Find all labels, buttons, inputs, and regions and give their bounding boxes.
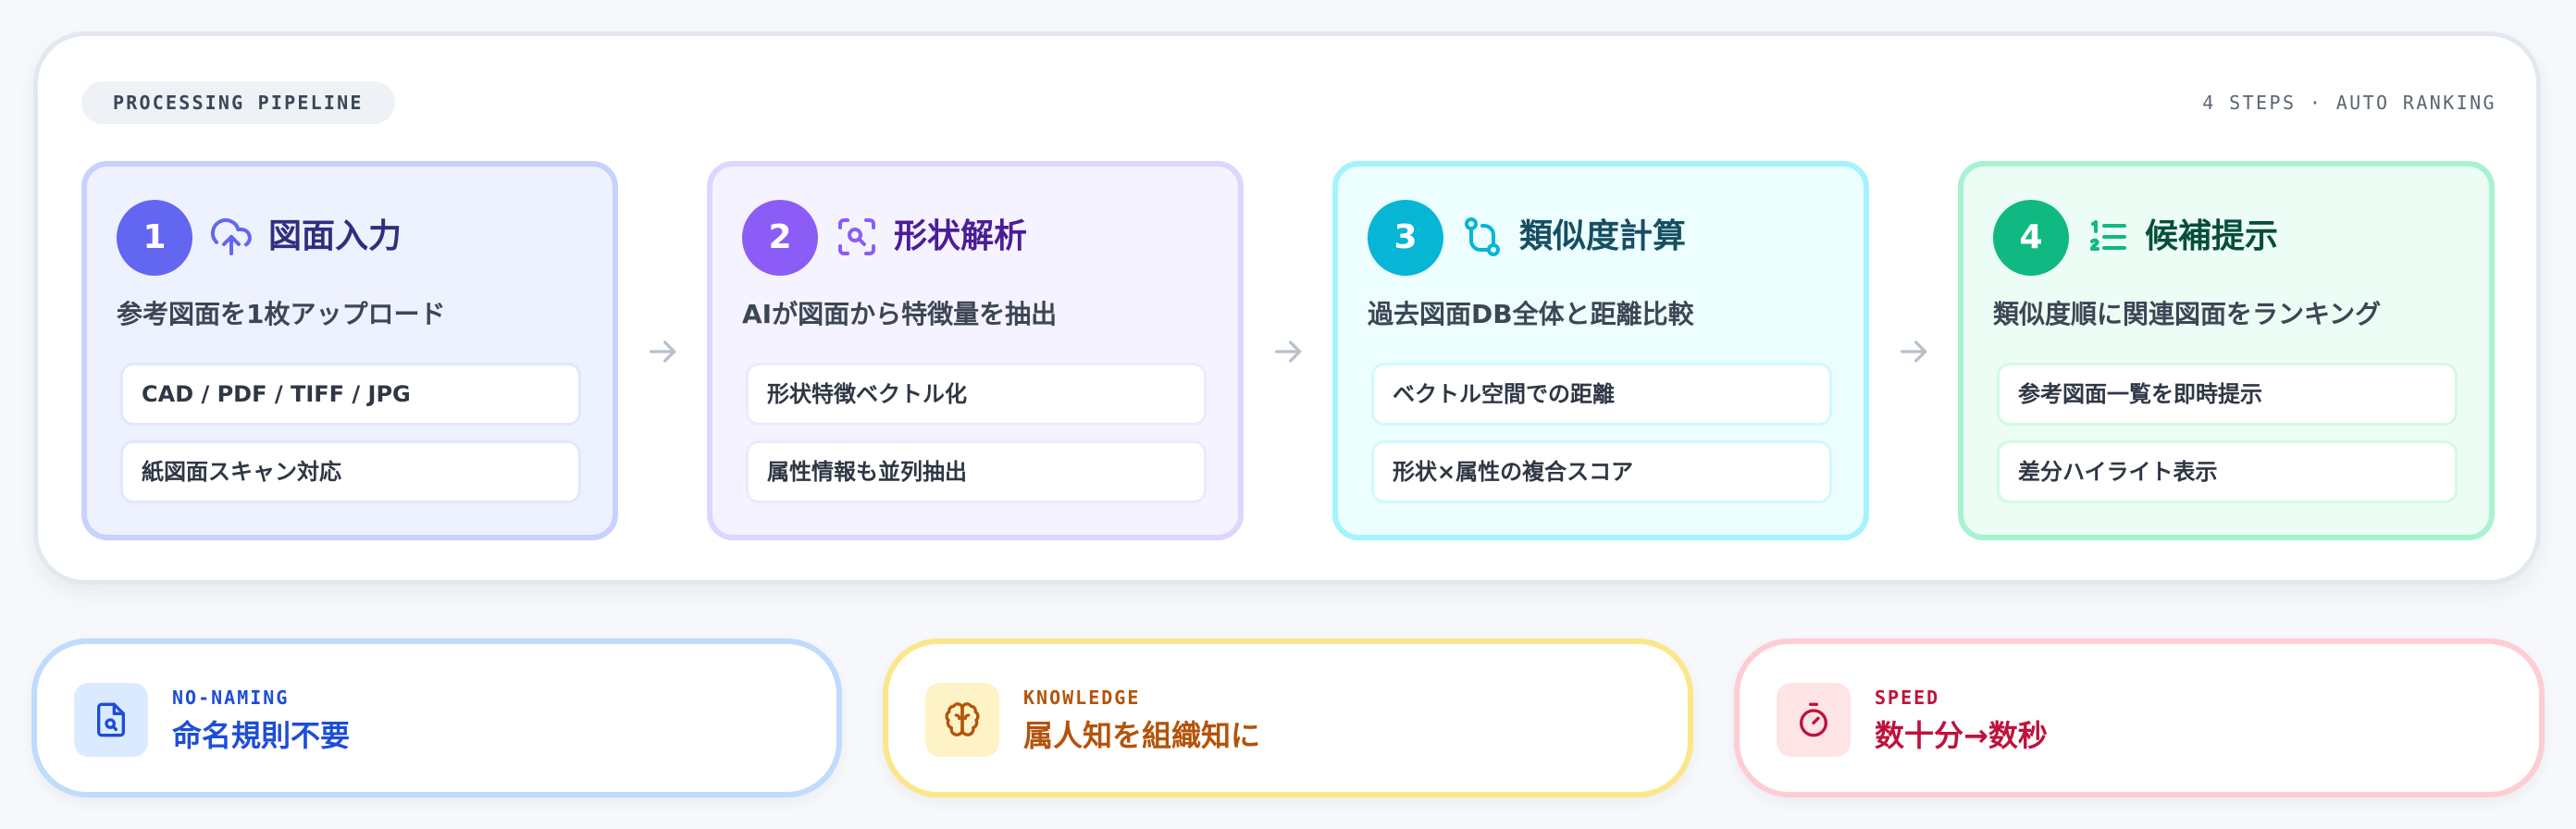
brain-icon [945, 702, 980, 736]
step-description: 過去図面DB全体と距離比較 [1368, 299, 1694, 329]
pipeline-meta: 4 STEPS · AUTO RANKING [2202, 92, 2496, 114]
step-description: 類似度順に関連図面をランキング [1993, 299, 2382, 329]
step-chip: ベクトル空間での距離 [1371, 363, 1832, 426]
icon-tile [74, 683, 148, 757]
step-chip: 参考図面一覧を即時提示 [1997, 363, 2458, 426]
step-chip: CAD / PDF / TIFF / JPG [120, 363, 581, 426]
step-card-upload: 1 図面入力 参考図面を1枚アップロード CAD / PDF / TIFF / … [81, 161, 618, 540]
icon-tile [925, 683, 999, 757]
card-title: 命名規則不要 [172, 718, 351, 753]
card-tag: NO-NAMING [172, 687, 290, 709]
step-number-badge: 2 [742, 200, 818, 276]
arrow-right-icon [650, 340, 676, 363]
step-title: 候補提示 [2145, 217, 2279, 255]
benefit-card-speed: SPEED 数十分→数秒 [1734, 638, 2545, 798]
ordered-list-icon [2090, 220, 2126, 251]
step-chip: 形状×属性の複合スコア [1371, 440, 1832, 503]
arrow-right-icon [1901, 340, 1927, 363]
benefit-card-knowledge: KNOWLEDGE 属人知を組織知に [883, 638, 1693, 798]
step-number-badge: 3 [1368, 200, 1443, 276]
scan-search-icon [838, 218, 875, 255]
benefit-card-no-naming: NO-NAMING 命名規則不要 [31, 638, 842, 798]
icon-tile [1777, 683, 1851, 757]
file-search-icon [97, 702, 125, 737]
card-tag: SPEED [1875, 687, 1940, 709]
step-description: AIが図面から特徴量を抽出 [742, 299, 1058, 329]
step-chip: 形状特徴ベクトル化 [746, 363, 1207, 426]
step-chip: 紙図面スキャン対応 [120, 440, 581, 503]
step-title: 図面入力 [268, 217, 402, 255]
timer-icon [1800, 702, 1827, 737]
step-chip: 差分ハイライト表示 [1997, 440, 2458, 503]
step-card-ranking: 4 候補提示 類似度順に関連図面をランキング 参考図面一覧を即時提示 差分ハイラ… [1958, 161, 2495, 540]
step-title: 類似度計算 [1519, 217, 1687, 255]
step-card-similarity: 3 類似度計算 過去図面DB全体と距離比較 ベクトル空間での距離 形状×属性の複… [1332, 161, 1869, 540]
card-tag: KNOWLEDGE [1023, 687, 1141, 709]
step-chip: 属性情報も並列抽出 [746, 440, 1207, 503]
pipeline-pill: PROCESSING PIPELINE [81, 81, 395, 124]
arrow-right-icon [1275, 340, 1302, 363]
card-title: 属人知を組織知に [1023, 718, 1261, 753]
step-number-badge: 1 [117, 200, 192, 276]
step-number-badge: 4 [1993, 200, 2069, 276]
card-title: 数十分→数秒 [1875, 718, 2048, 753]
step-description: 参考図面を1枚アップロード [117, 299, 446, 329]
cloud-upload-icon [211, 217, 252, 255]
git-compare-icon [1465, 217, 1500, 256]
step-card-analysis: 2 形状解析 AIが図面から特徴量を抽出 形状特徴ベクトル化 属性情報も並列抽出 [707, 161, 1244, 540]
step-title: 形状解析 [894, 217, 1028, 255]
